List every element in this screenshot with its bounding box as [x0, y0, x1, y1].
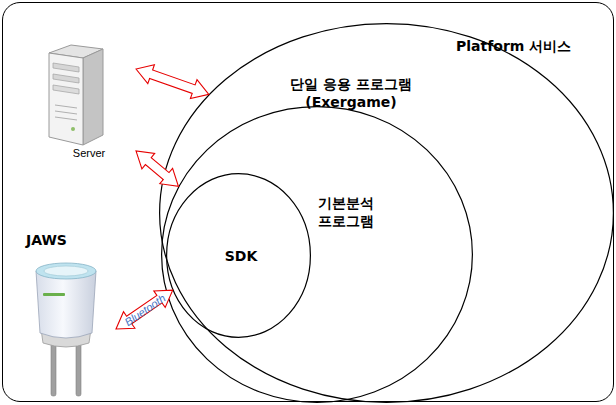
application-label: 단일 응용 프로그램 (Exergame) [276, 75, 426, 111]
circle-outline [161, 106, 473, 403]
circle-outline-path [160, 24, 614, 403]
analysis-circle: 기본분석 프로그램 SDK [161, 106, 473, 403]
double-arrow [136, 151, 178, 186]
circle-outline-path [167, 174, 311, 338]
sdk-circle: SDK [166, 173, 311, 338]
double-arrow [136, 65, 209, 99]
server-icon [31, 39, 136, 164]
jaws-node: JAWS [21, 229, 116, 401]
jaws-label: JAWS [26, 231, 67, 249]
sdk-label: SDK [206, 247, 276, 265]
double-arrow [116, 290, 173, 329]
circle-outline-path [162, 107, 473, 403]
platform-title: Platform 서비스 [456, 37, 571, 55]
application-circle: 단일 응용 프로그램 (Exergame) 기본분석 프로그램 SDK [159, 23, 614, 403]
jaws-device-icon [21, 229, 116, 401]
connection-label: Bluetooth [122, 292, 167, 328]
analysis-label: 기본분석 프로그램 [309, 194, 383, 230]
server-node: Server [31, 39, 136, 164]
server-label: Server [49, 146, 129, 160]
